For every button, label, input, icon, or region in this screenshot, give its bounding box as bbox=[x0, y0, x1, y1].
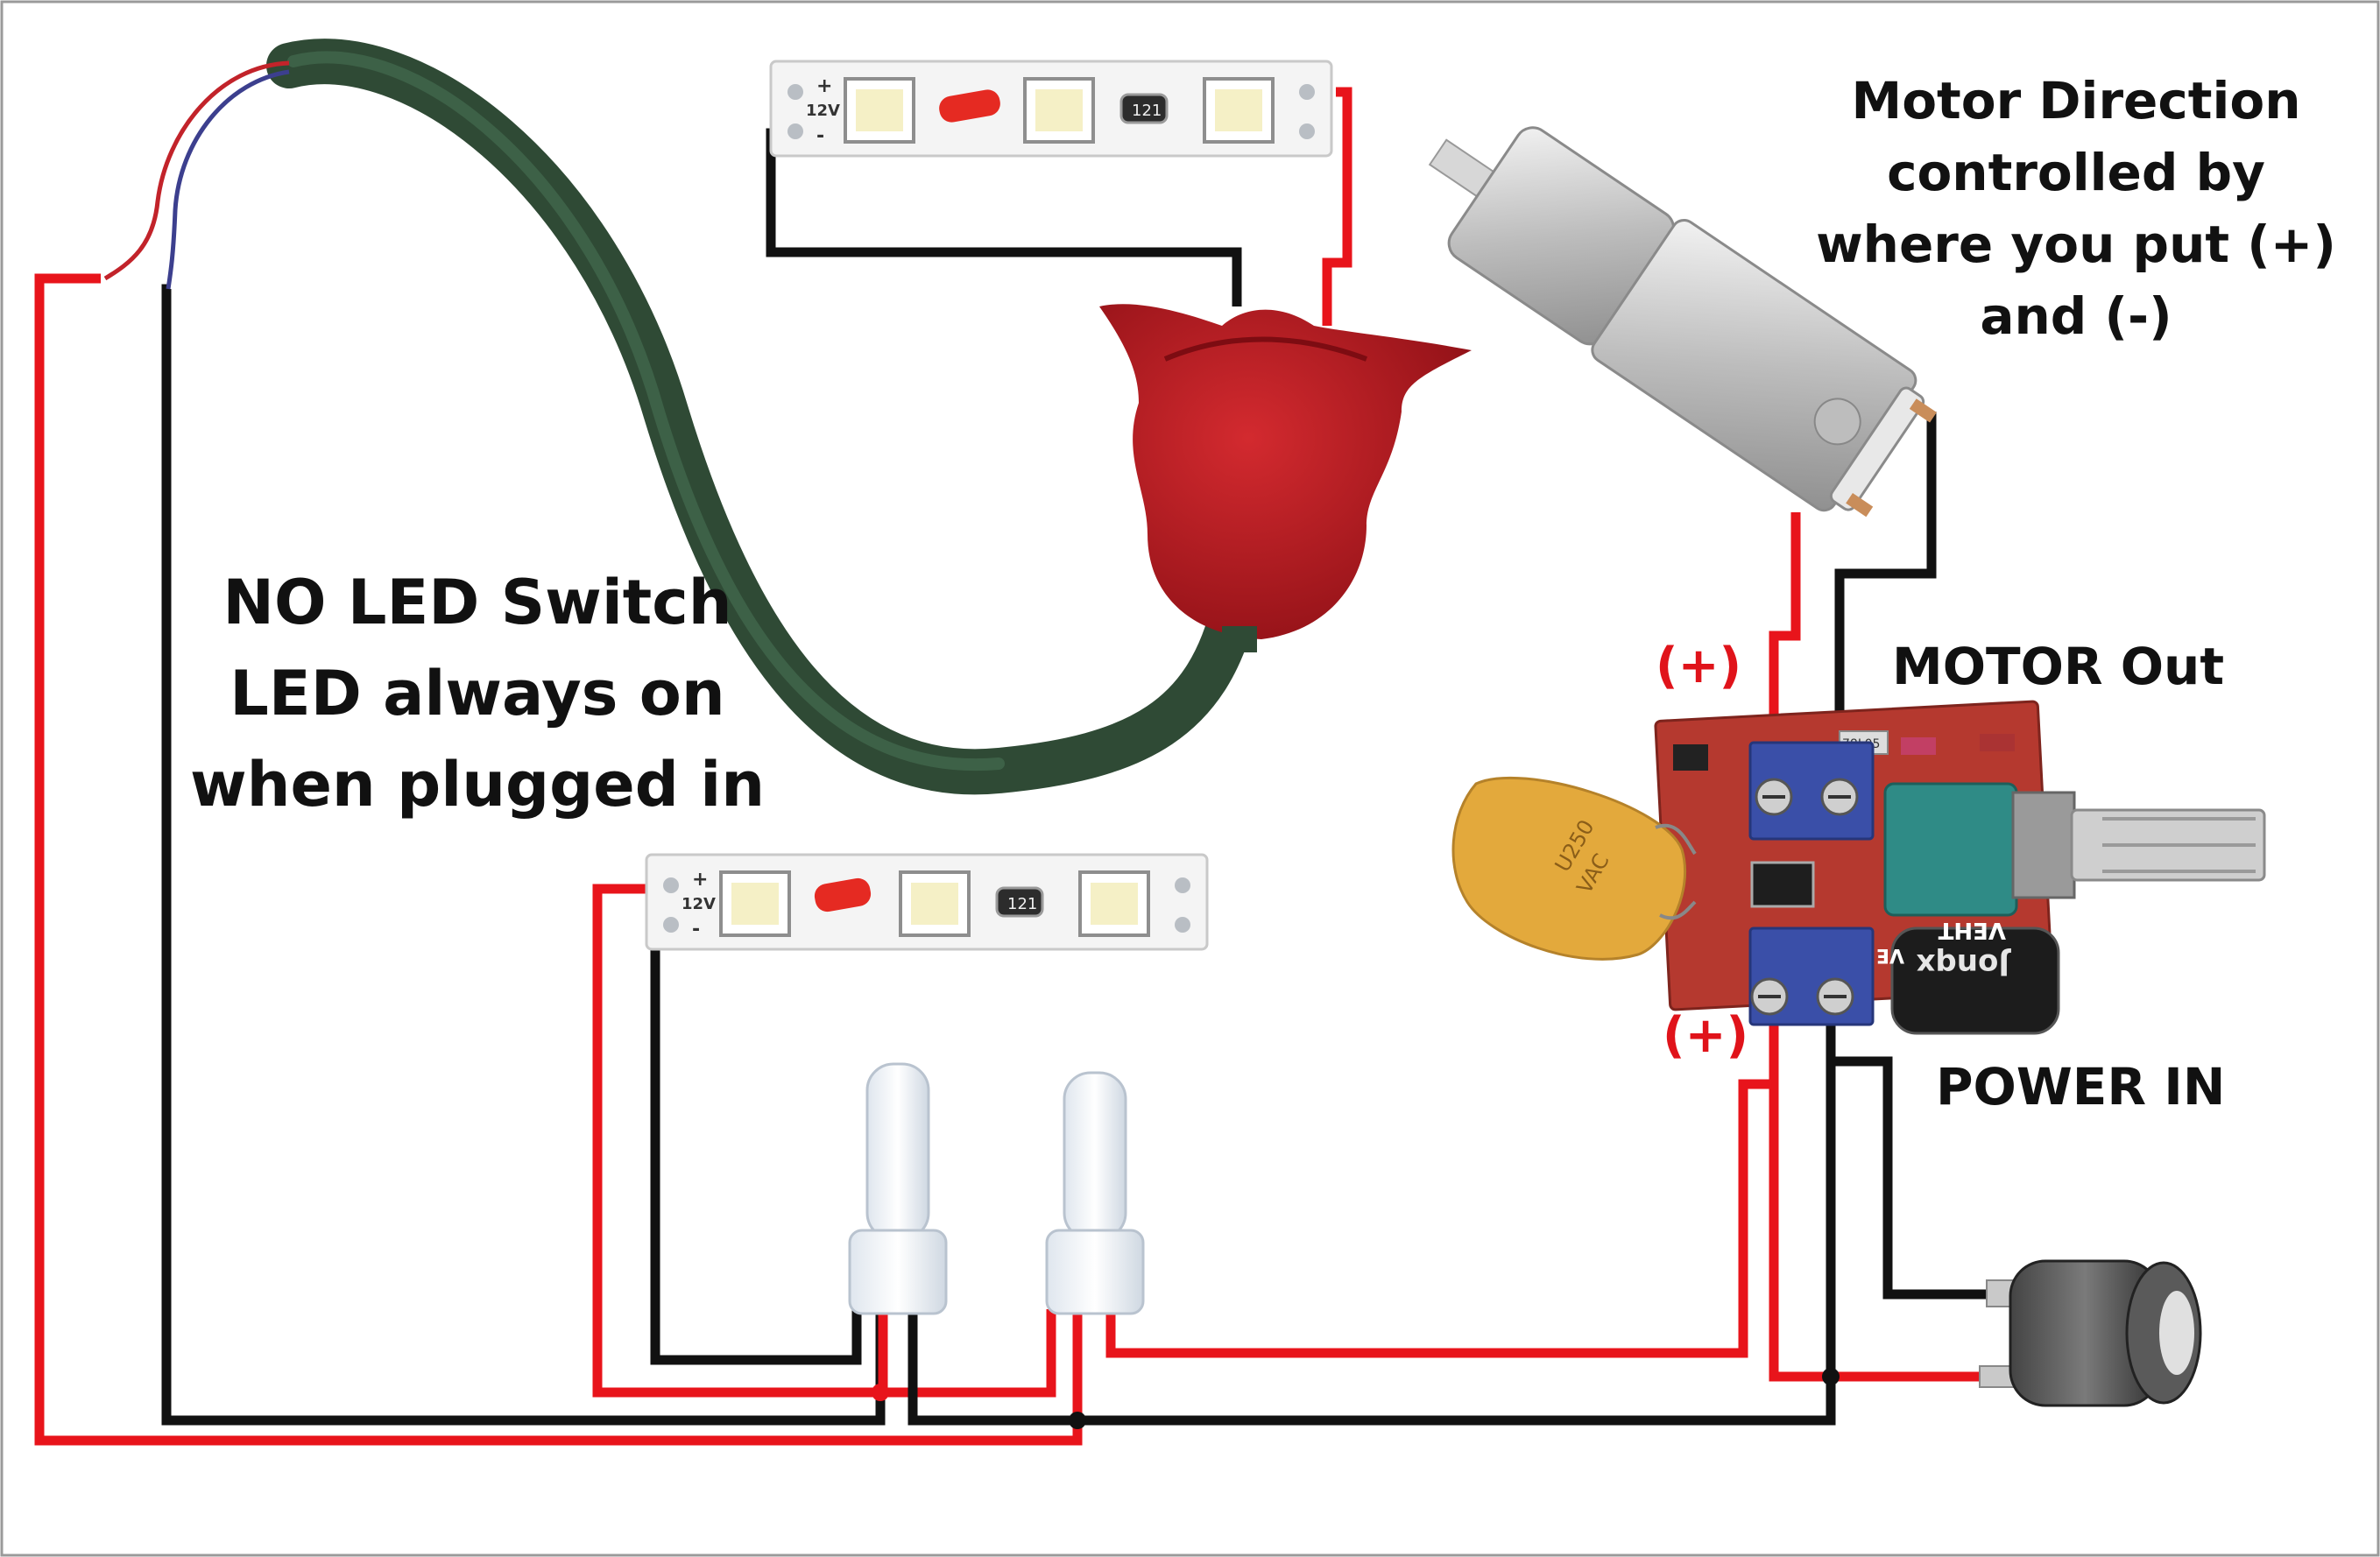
led-strip-top: + 12V - 121 bbox=[769, 60, 1333, 158]
wire-black-jack bbox=[1831, 1056, 2015, 1300]
motor-dir-line-4: and (-) bbox=[1980, 286, 2172, 346]
tulip-lamp bbox=[103, 39, 1472, 795]
led-strip-bottom: + 12V - 121 bbox=[645, 853, 1209, 951]
motor-direction-label: Motor Direction controlled by where you … bbox=[1813, 65, 2339, 352]
no-led-line-3: when plugged in bbox=[189, 749, 766, 821]
motor-terminal bbox=[1846, 493, 1874, 518]
stem-wire-red bbox=[103, 60, 290, 281]
wire-black-main bbox=[1077, 997, 1836, 1426]
strip-top-plus: + bbox=[816, 75, 832, 97]
junction-dot bbox=[872, 1384, 889, 1401]
ceramic-capacitor bbox=[1451, 776, 1687, 961]
board-side-text-2: VE bbox=[1876, 944, 1904, 966]
plus-label-power-in: (+) bbox=[1663, 1007, 1749, 1064]
wire-red-top-strip bbox=[1322, 87, 1352, 326]
strip-top-voltage: 12V bbox=[806, 102, 840, 120]
wire-red-left-loop bbox=[34, 273, 1083, 1446]
strip-bottom-plus: + bbox=[692, 869, 708, 891]
wire-black-top-strip bbox=[766, 128, 1242, 306]
gear-motor bbox=[1428, 126, 1937, 518]
smd-resistor bbox=[995, 886, 1044, 918]
tulip-rim bbox=[1163, 336, 1368, 362]
wire-red-jack bbox=[1769, 1084, 1987, 1382]
pwm-controller-board: 78L05 Jonqx VEHT VE U250 VAC bbox=[1451, 700, 2266, 1035]
wire-red-bottom-strip bbox=[592, 884, 1056, 1398]
wire-black-bottom-strip bbox=[650, 919, 862, 1365]
strip-bottom-resistor: 121 bbox=[1007, 895, 1037, 913]
no-led-switch-label: NO LED Switch LED always on when plugged… bbox=[188, 557, 766, 830]
motor-terminal bbox=[1909, 398, 1937, 423]
capacitor-brand: Jonqx bbox=[1916, 947, 2011, 982]
wire-connector-1 bbox=[848, 1062, 948, 1315]
strip-top-resistor: 121 bbox=[1132, 102, 1162, 120]
motor-out-label: MOTOR Out bbox=[1892, 637, 2225, 696]
potentiometer-body bbox=[1883, 782, 2018, 917]
wire-red-conn2 bbox=[1105, 997, 1779, 1358]
potentiometer-bushing bbox=[2011, 791, 2076, 899]
tulip-stem-joint bbox=[1222, 626, 1257, 652]
strip-bottom-voltage: 12V bbox=[682, 895, 716, 913]
red-diode bbox=[939, 89, 1000, 123]
regulator-chip bbox=[1673, 744, 1708, 771]
junction-dot bbox=[1822, 1368, 1840, 1385]
no-led-line-1: NO LED Switch bbox=[222, 567, 732, 638]
wire-black-motor bbox=[1834, 412, 1937, 778]
tulip-petals bbox=[1099, 304, 1472, 639]
motor-dir-line-2: controlled by bbox=[1887, 143, 2265, 202]
no-led-line-2: LED always on bbox=[230, 658, 725, 729]
junction-dot bbox=[1069, 1412, 1086, 1429]
motor-endcap bbox=[1829, 386, 1925, 511]
electrolytic-capacitor bbox=[1890, 926, 2060, 1035]
wire-black-conn1 bbox=[908, 1309, 1077, 1426]
board-side-text: VEHT bbox=[1938, 917, 2006, 943]
strip-bottom-minus: - bbox=[692, 919, 700, 941]
motor-dir-line-1: Motor Direction bbox=[1851, 71, 2301, 130]
strip-top-minus: - bbox=[816, 125, 824, 147]
plus-label-motor-out: (+) bbox=[1656, 638, 1742, 694]
wire-red-motor bbox=[1769, 512, 1801, 778]
stem-wire-blue bbox=[166, 69, 290, 290]
smd-resistor bbox=[1119, 93, 1169, 124]
stem-highlight bbox=[287, 51, 1005, 771]
dc-power-jack bbox=[1979, 1259, 2202, 1407]
red-diode bbox=[814, 877, 872, 912]
wire-connector-2 bbox=[1045, 1071, 1145, 1315]
power-in-label: POWER IN bbox=[1936, 1057, 2226, 1117]
motor-dir-line-3: where you put (+) bbox=[1816, 215, 2336, 274]
